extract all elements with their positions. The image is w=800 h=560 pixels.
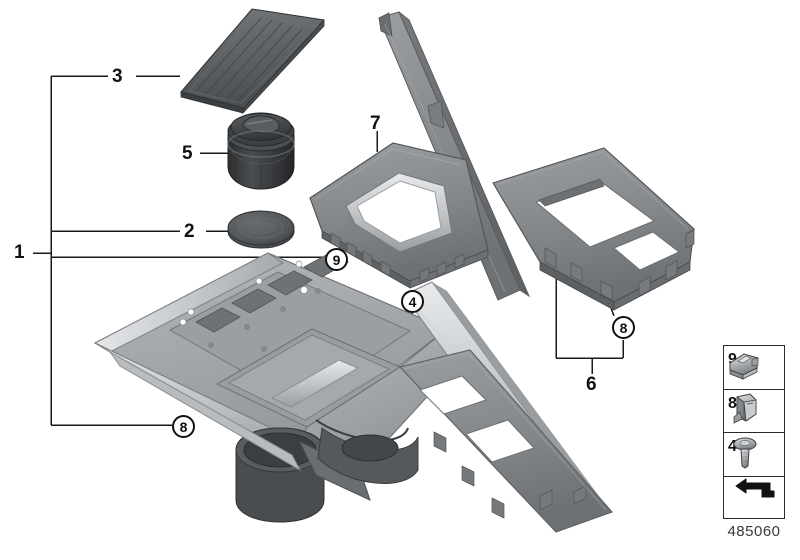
part-center-console-carrier <box>93 252 613 533</box>
callout-8-front-circled: 8 <box>172 415 195 438</box>
callout-8-rear-circled: 8 <box>612 316 635 339</box>
legend-item-direction <box>724 477 784 521</box>
callout-1: 1 <box>14 242 25 263</box>
part-ashtray-insert <box>227 112 295 190</box>
retaining-clip-icon <box>733 392 757 424</box>
oval-head-screw-icon <box>733 437 757 469</box>
legend-item-9: 9 <box>724 346 784 390</box>
callout-4-circled: 4 <box>401 290 424 313</box>
legend-label-4: 4 <box>728 438 737 455</box>
part-shifter-surround-bezel <box>309 142 489 289</box>
callout-9-circled: 9 <box>325 248 348 271</box>
callout-5: 5 <box>182 143 193 164</box>
part-round-rubber-mat <box>227 210 295 249</box>
callout-2: 2 <box>184 221 195 242</box>
spring-clip-icon <box>729 353 759 380</box>
callout-7: 7 <box>370 113 381 134</box>
parts-legend: 9 8 4 <box>723 345 785 519</box>
part-ribbed-storage-mat <box>180 8 325 115</box>
legend-label-8: 8 <box>728 394 737 412</box>
part-rear-console-trim-panel <box>492 147 695 311</box>
legend-item-4: 4 <box>724 433 784 477</box>
diagram-number: 485060 <box>727 523 781 540</box>
direction-arrow-icon <box>735 478 775 497</box>
legend-label-9: 9 <box>728 351 737 368</box>
legend-item-8: 8 <box>724 390 784 433</box>
callout-3: 3 <box>112 66 123 87</box>
callout-6: 6 <box>586 374 597 395</box>
